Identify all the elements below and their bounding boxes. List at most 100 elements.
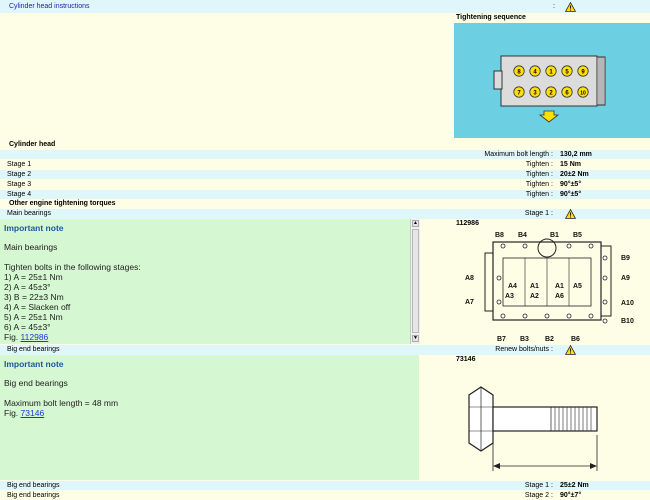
bolt-marker [577,65,589,77]
note-title: Important note [4,359,64,369]
label-a1: A1 [530,283,539,290]
row-label: Big end bearings [7,482,60,489]
bolt-number: 4 [533,69,537,75]
row-key: Renew bolts/nuts [495,346,549,353]
row-label: Stage 1 [7,161,32,168]
row-label: Big end bearings [7,492,60,499]
table-row: Stage 4 Tighten : 90°±5° [0,190,650,199]
row-key: Stage 1 [524,210,549,217]
bolt-number: 6 [565,90,569,96]
note-line: 5) A = 25±1 Nm [4,312,63,322]
main-bearings-diagram: B8 B4 B1 B5 A8 A7 B9 A9 A10 B10 B7 B3 B2… [465,232,634,343]
label-a7: A7 [465,299,474,306]
label-b2: B2 [545,336,554,343]
scroll-up-arrow-icon[interactable]: ▲ [412,220,419,227]
label-b8: B8 [495,232,504,239]
note-line: 6) A = 45±3° [4,322,51,332]
table-row: Big end bearings Stage 1 : 25±2 Nm [0,481,650,490]
row-key: Maximum bolt length [484,151,549,158]
fig-ref: Fig. 112986 [4,332,49,342]
row-value: 90°±5° [560,191,582,198]
note-line: 3) B = 22±3 Nm [4,292,64,302]
scrollbar[interactable]: ▲ ▼ [410,219,420,344]
bolt-marker [513,65,525,77]
bolt-number: 1 [549,69,553,75]
bolt-number: 9 [581,69,585,75]
label-a4: A4 [508,283,517,290]
bolt-marker [529,86,541,98]
label-a3: A3 [505,293,514,300]
bolt-diagram [468,386,598,471]
row-value: 25±2 Nm [560,482,589,489]
main-bearings-row: Main bearings Stage 1 : [0,209,650,219]
fig-ref: Fig. 73146 [4,408,45,418]
cylinder-head-heading: Cylinder head [9,141,56,148]
row-label: Stage 3 [7,181,32,188]
note-line: Big end bearings [4,378,68,388]
note-line: Maximum bolt length = 48 mm [4,398,119,408]
note-line: Tighten bolts in the following stages: [4,262,141,272]
note-line: 4) A = Slacken off [4,302,71,312]
note-line [4,388,419,398]
row-value: 90°±7° [560,492,582,499]
row-label: Stage 2 [7,171,32,178]
note-line [4,252,410,262]
table-row: Maximum bolt length : 130,2 mm [0,150,650,159]
warning-icon[interactable] [565,345,576,355]
note-line: 1) A = 25±1 Nm [4,272,63,282]
bolt-number: 7 [517,90,521,96]
big-end-row: Big end bearings Renew bolts/nuts : [0,345,650,355]
bolt-marker [545,86,557,98]
table-row: Big end bearings Stage 2 : 90°±7° [0,491,650,500]
row-key: Tighten [525,191,549,198]
header-row: Cylinder head instructions : [0,0,650,13]
note-line: Main bearings [4,242,58,252]
cylinder-head-instructions-link[interactable]: Cylinder head instructions [9,3,90,10]
bolt-number: 8 [517,69,521,75]
bolt-marker [577,86,589,98]
label-b10: B10 [621,318,634,325]
label-b7: B7 [497,336,506,343]
row-key: Tighten [525,181,549,188]
bolt-number: 2 [549,90,553,96]
row-value: 130,2 mm [560,151,592,158]
row-label: Stage 4 [7,191,32,198]
label-a10: A10 [621,300,634,307]
row-value: 15 Nm [560,161,582,168]
row-value: 20±2 Nm [560,171,589,178]
row-key: Tighten [525,161,549,168]
row-key: Stage 1 [524,482,549,489]
label-a8: A8 [465,275,474,282]
bolt-number: 10 [580,90,586,96]
row-key: Stage 2 [524,492,549,499]
scroll-thumb[interactable] [412,229,419,333]
scroll-down-arrow-icon[interactable]: ▼ [412,335,419,342]
row-label: Main bearings [7,210,51,217]
row-label: Big end bearings [7,346,60,353]
tightening-sequence-title: Tightening sequence [456,14,526,21]
label-b1: B1 [550,232,559,239]
row-key: Tighten [525,171,549,178]
note-line: 2) A = 45±3° [4,282,51,292]
label-a9: A9 [621,275,630,282]
fig-73146-link[interactable]: 73146 [20,408,45,418]
bolt-marker [561,86,573,98]
label-a1b: A1 [555,283,564,290]
bolt-marker [529,65,541,77]
table-row: Stage 2 Tighten : 20±2 Nm [0,170,650,179]
note-title: Important note [4,223,64,233]
warning-icon[interactable] [565,209,576,219]
fig-112986-link[interactable]: 112986 [20,332,49,342]
label-b6: B6 [571,336,580,343]
big-end-note: Important note Big end bearings Maximum … [0,355,419,480]
table-row: Stage 1 Tighten : 15 Nm [0,160,650,169]
label-b4: B4 [518,232,527,239]
label-b3: B3 [520,336,529,343]
bolt-number: 5 [565,69,569,75]
bolt-marker [545,65,557,77]
main-bearings-note: Important note Main bearings Tighten bol… [0,219,410,344]
bolt-marker [561,65,573,77]
warning-icon[interactable] [565,2,576,12]
